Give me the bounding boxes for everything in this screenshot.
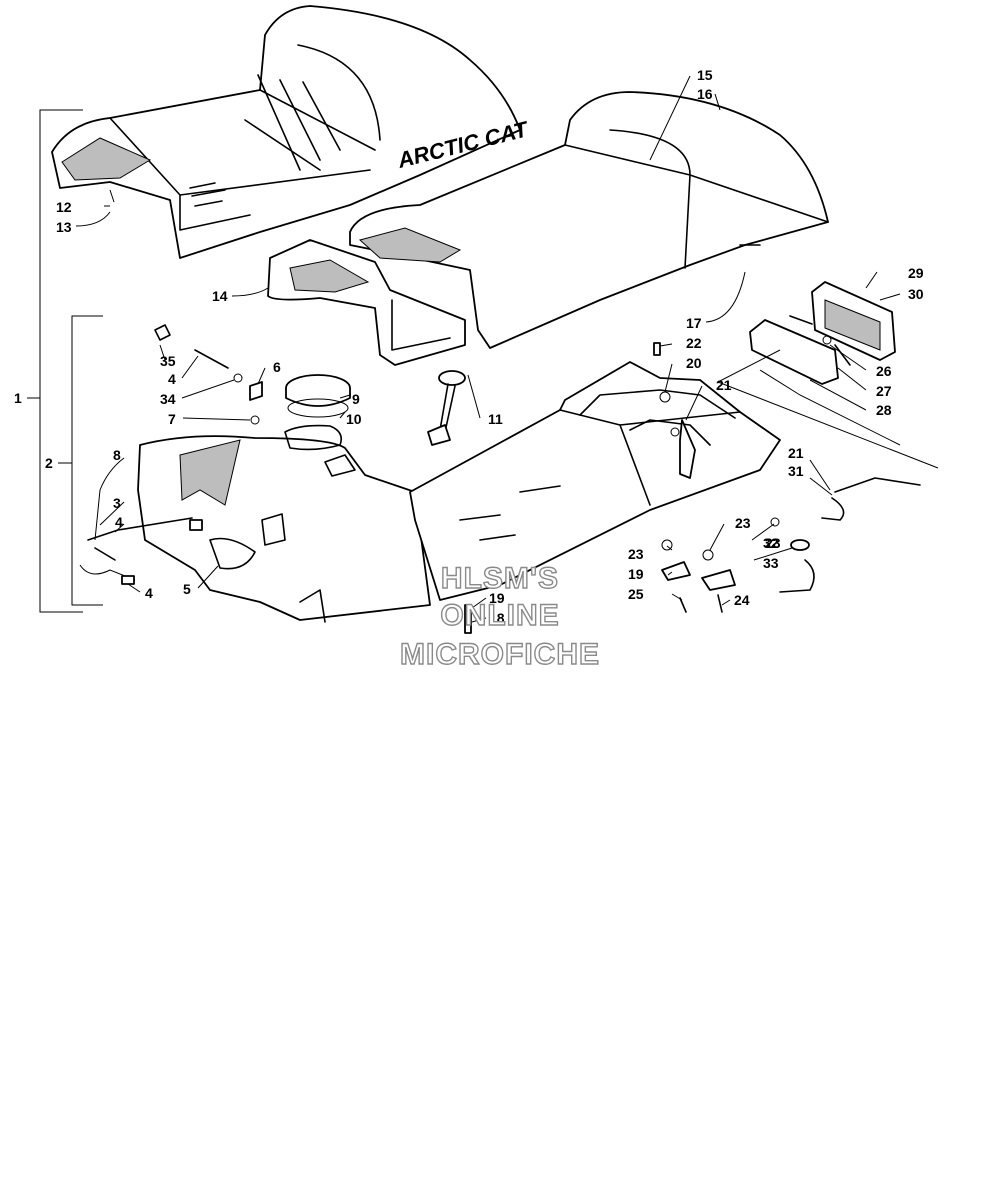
callout-label: 25 xyxy=(628,586,644,602)
group-bracket-1 xyxy=(27,109,83,613)
callout-label: 21 xyxy=(716,377,732,393)
cap-gasket xyxy=(287,398,349,418)
callout-label: 19 xyxy=(628,566,644,582)
callout-label: 14 xyxy=(212,288,228,304)
callout-label: 31 xyxy=(788,463,804,479)
callout-label: 8 xyxy=(113,447,121,463)
leader-lines xyxy=(75,75,901,623)
callout-label: 12 xyxy=(56,199,72,215)
callout-label: 10 xyxy=(346,411,362,427)
callout-label: 22 xyxy=(686,335,702,351)
callout-label: 33 xyxy=(763,555,779,571)
callout-label: 19 xyxy=(489,590,505,606)
callout-label: 26 xyxy=(876,363,892,379)
callout-label: 21 xyxy=(788,445,804,461)
seat-mount-hardware xyxy=(464,342,736,634)
callout-label: 35 xyxy=(160,353,176,369)
callout-label: 13 xyxy=(56,219,72,235)
callout-label: 18 xyxy=(489,610,505,626)
fuel-cap xyxy=(285,374,351,407)
callout-label: 20 xyxy=(686,355,702,371)
callout-label: 32 xyxy=(763,535,779,551)
callout-label: 27 xyxy=(876,383,892,399)
callout-label: 17 xyxy=(686,315,702,331)
lower-seat-cover xyxy=(349,91,829,349)
callout-label: 23 xyxy=(735,515,751,531)
callout-label: 11 xyxy=(488,411,503,427)
fuel-tank xyxy=(137,424,431,623)
callout-label: 3 xyxy=(113,495,121,511)
watermark: HLSM'S ONLINE MICROFICHE xyxy=(399,561,600,671)
watermark-line-2: ONLINE xyxy=(440,599,559,632)
seat-side-panel xyxy=(267,239,466,366)
callout-label: 4 xyxy=(115,514,123,530)
callout-label: 4 xyxy=(145,585,153,601)
tunnel-floor xyxy=(409,361,781,601)
callout-label: 15 xyxy=(697,67,713,83)
callout-label: 30 xyxy=(908,286,924,302)
callout-label: 9 xyxy=(352,391,360,407)
callout-label: 16 xyxy=(697,86,713,102)
group-bracket-2 xyxy=(58,315,103,606)
fuel-sender xyxy=(427,370,466,446)
callout-label: 6 xyxy=(273,359,281,375)
taillight-assembly xyxy=(717,281,939,593)
callout-label: 23 xyxy=(628,546,644,562)
fuel-line-hardware xyxy=(79,324,263,585)
watermark-line-3: MICROFICHE xyxy=(400,638,600,671)
callout-label: 2 xyxy=(45,455,53,471)
callout-label: 4 xyxy=(168,371,176,387)
upper-seat-cover xyxy=(51,5,521,259)
callout-label: 1 xyxy=(14,390,22,406)
callout-label: 28 xyxy=(876,402,892,418)
callout-label: 34 xyxy=(160,391,176,407)
callout-labels: 1 2 3 4 4 4 4 5 6 7 8 9 10 11 12 13 14 1… xyxy=(14,67,924,626)
callout-label: 23 xyxy=(765,535,781,551)
callout-label: 5 xyxy=(183,581,191,597)
callout-label: 24 xyxy=(734,592,750,608)
watermark-line-1: HLSM'S xyxy=(441,562,559,595)
callout-label: 29 xyxy=(908,265,924,281)
callout-label: 7 xyxy=(168,411,176,427)
